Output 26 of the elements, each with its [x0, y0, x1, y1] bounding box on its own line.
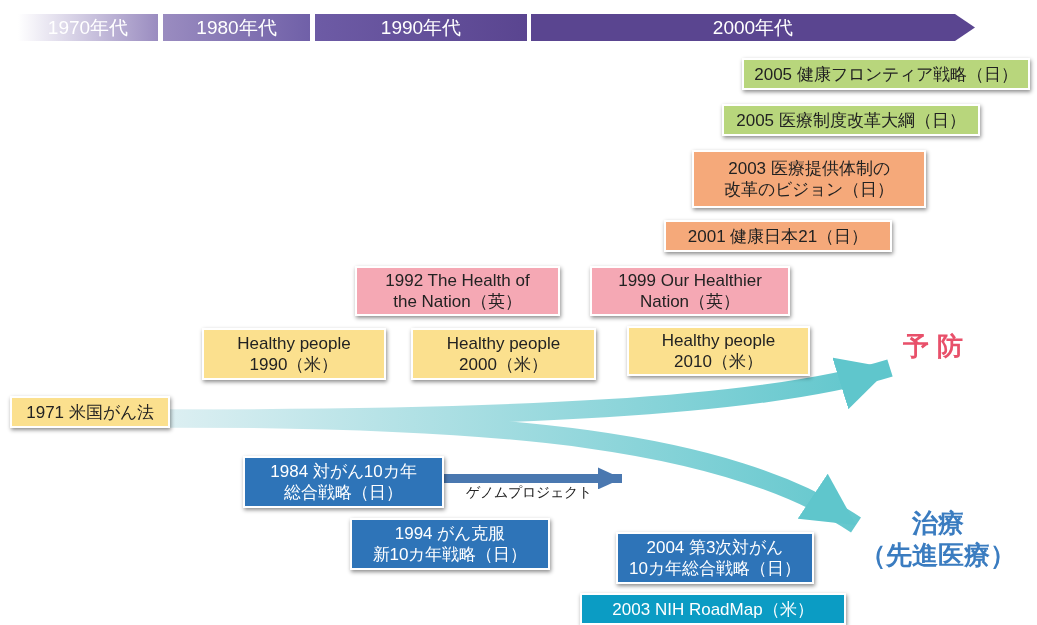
decade-label: 1980年代 [196, 17, 277, 38]
policy-box: 2004 第3次対がん10カ年総合戦略（日） [616, 532, 814, 584]
outcome-text: （先進医療） [860, 539, 1016, 571]
policy-box: 2005 医療制度改革大綱（日） [722, 104, 980, 136]
timeline-segment [531, 14, 975, 41]
policy-box: 1999 Our Healthier Nation（英） [590, 266, 790, 316]
policy-box: 1994 がん克服新10カ年戦略（日） [350, 518, 550, 570]
policy-box: Healthy people 1990（米） [202, 328, 386, 380]
timeline-segment [315, 14, 527, 41]
decade-label: 1990年代 [380, 17, 462, 38]
outcome-text: 治療 [912, 507, 964, 539]
policy-box: 2005 健康フロンティア戦略（日） [742, 58, 1030, 90]
policy-box: 1984 対がん10カ年総合戦略（日） [243, 456, 444, 508]
policy-box: 1971 米国がん法 [10, 396, 170, 428]
decade-label: 1970年代 [47, 17, 129, 38]
policy-box: 2003 NIH RoadMap（米） [580, 593, 846, 625]
policy-box: 1992 The Health of the Nation（英） [355, 266, 560, 316]
timeline-segment [163, 14, 310, 41]
policy-box: Healthy people 2010（米） [627, 326, 810, 376]
outcome-label: 予防 [892, 326, 982, 366]
policy-box: Healthy people 2000（米） [411, 328, 596, 380]
arrow [444, 467, 622, 490]
arrow [169, 409, 861, 533]
policy-box: 2003 医療提供体制の改革のビジョン（日） [692, 150, 926, 208]
decade-label: 2000年代 [712, 17, 794, 38]
policy-box: 2001 健康日本21（日） [664, 220, 892, 252]
